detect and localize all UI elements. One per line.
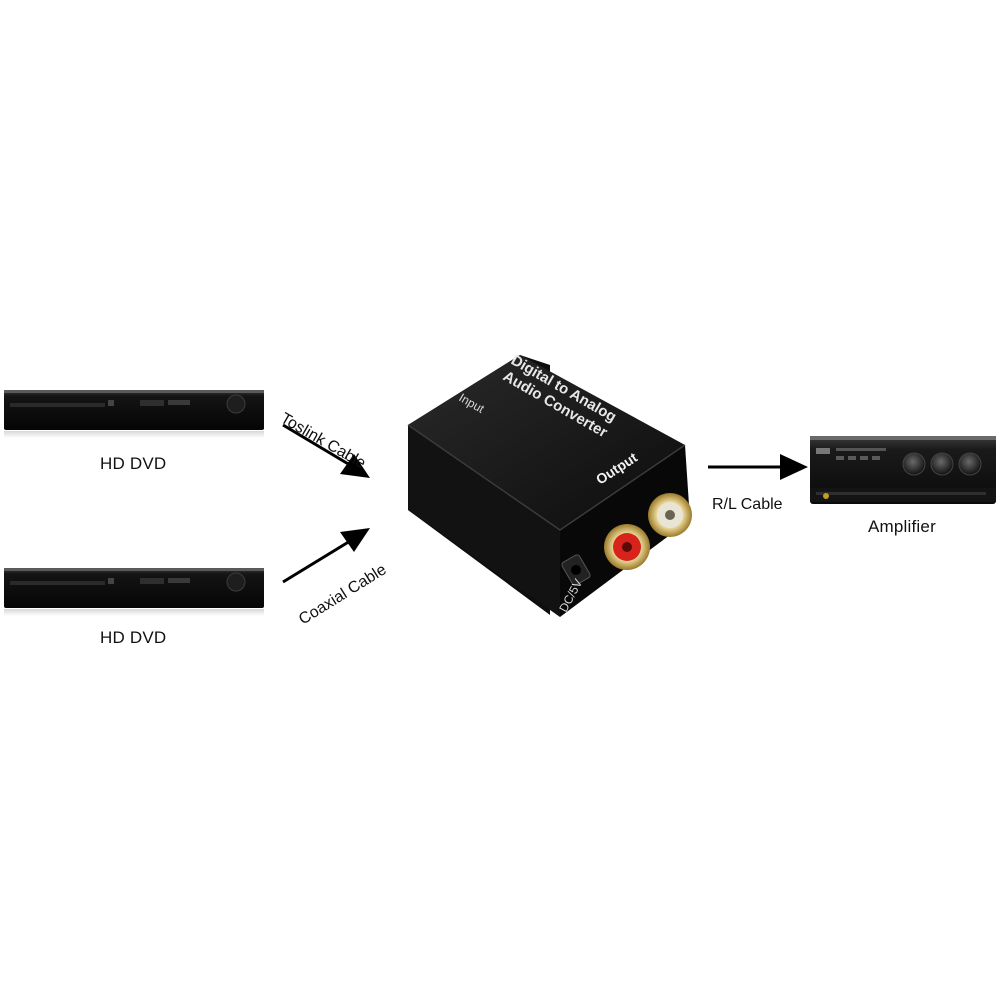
output-arrow-icon xyxy=(708,454,808,480)
input-arrows xyxy=(282,423,370,584)
amplifier-unit xyxy=(810,436,996,504)
dac-converter: Digital to Analog Audio Converter Input … xyxy=(407,352,692,617)
amplifier-label: Amplifier xyxy=(868,517,936,536)
rca-white-jack xyxy=(648,493,692,537)
hd-dvd-player-top xyxy=(4,390,264,438)
rca-red-jack xyxy=(604,524,650,570)
hd-dvd-label-top: HD DVD xyxy=(100,454,167,473)
rl-cable-label: R/L Cable xyxy=(712,496,783,513)
toslink-arrow-icon xyxy=(282,423,370,478)
coaxial-arrow-icon xyxy=(282,528,370,584)
hd-dvd-player-bottom xyxy=(4,568,264,616)
hd-dvd-label-bottom: HD DVD xyxy=(100,628,167,647)
